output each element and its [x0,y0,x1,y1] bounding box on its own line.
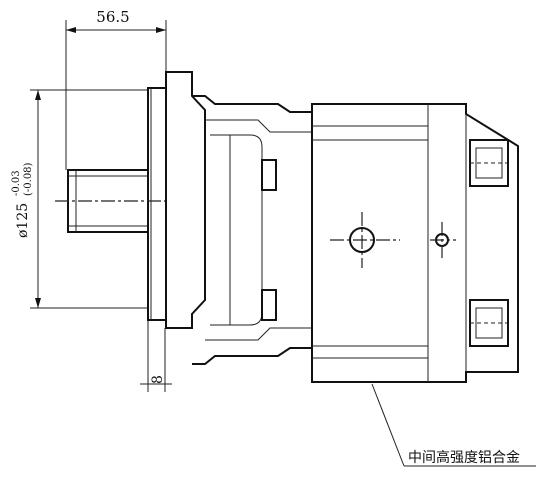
center-hole-small [430,222,456,258]
pilot-tolerance-upper: -0.03 [11,170,22,196]
dimension-pilot-diameter: ø125 -0.03 (-0.08) [11,89,148,309]
port-lower [469,299,509,347]
pump-body [311,103,519,383]
flange-thickness-label: 8 [150,375,166,384]
dimension-label-56-5: 56.5 [96,8,129,26]
pilot-diameter-label: ø125 [15,203,31,238]
port-upper [469,139,509,187]
pilot-tolerance-lower: (-0.08) [23,162,34,196]
pump-neck [192,95,313,365]
material-leader: 中间高强度铝合金 [371,383,536,467]
mounting-flange [147,71,206,329]
dimension-flange-thickness: 8 [140,318,172,392]
dimension-flange-offset: 56.5 [65,8,167,170]
center-hole-large [330,212,400,268]
material-note: 中间高强度铝合金 [408,449,520,466]
